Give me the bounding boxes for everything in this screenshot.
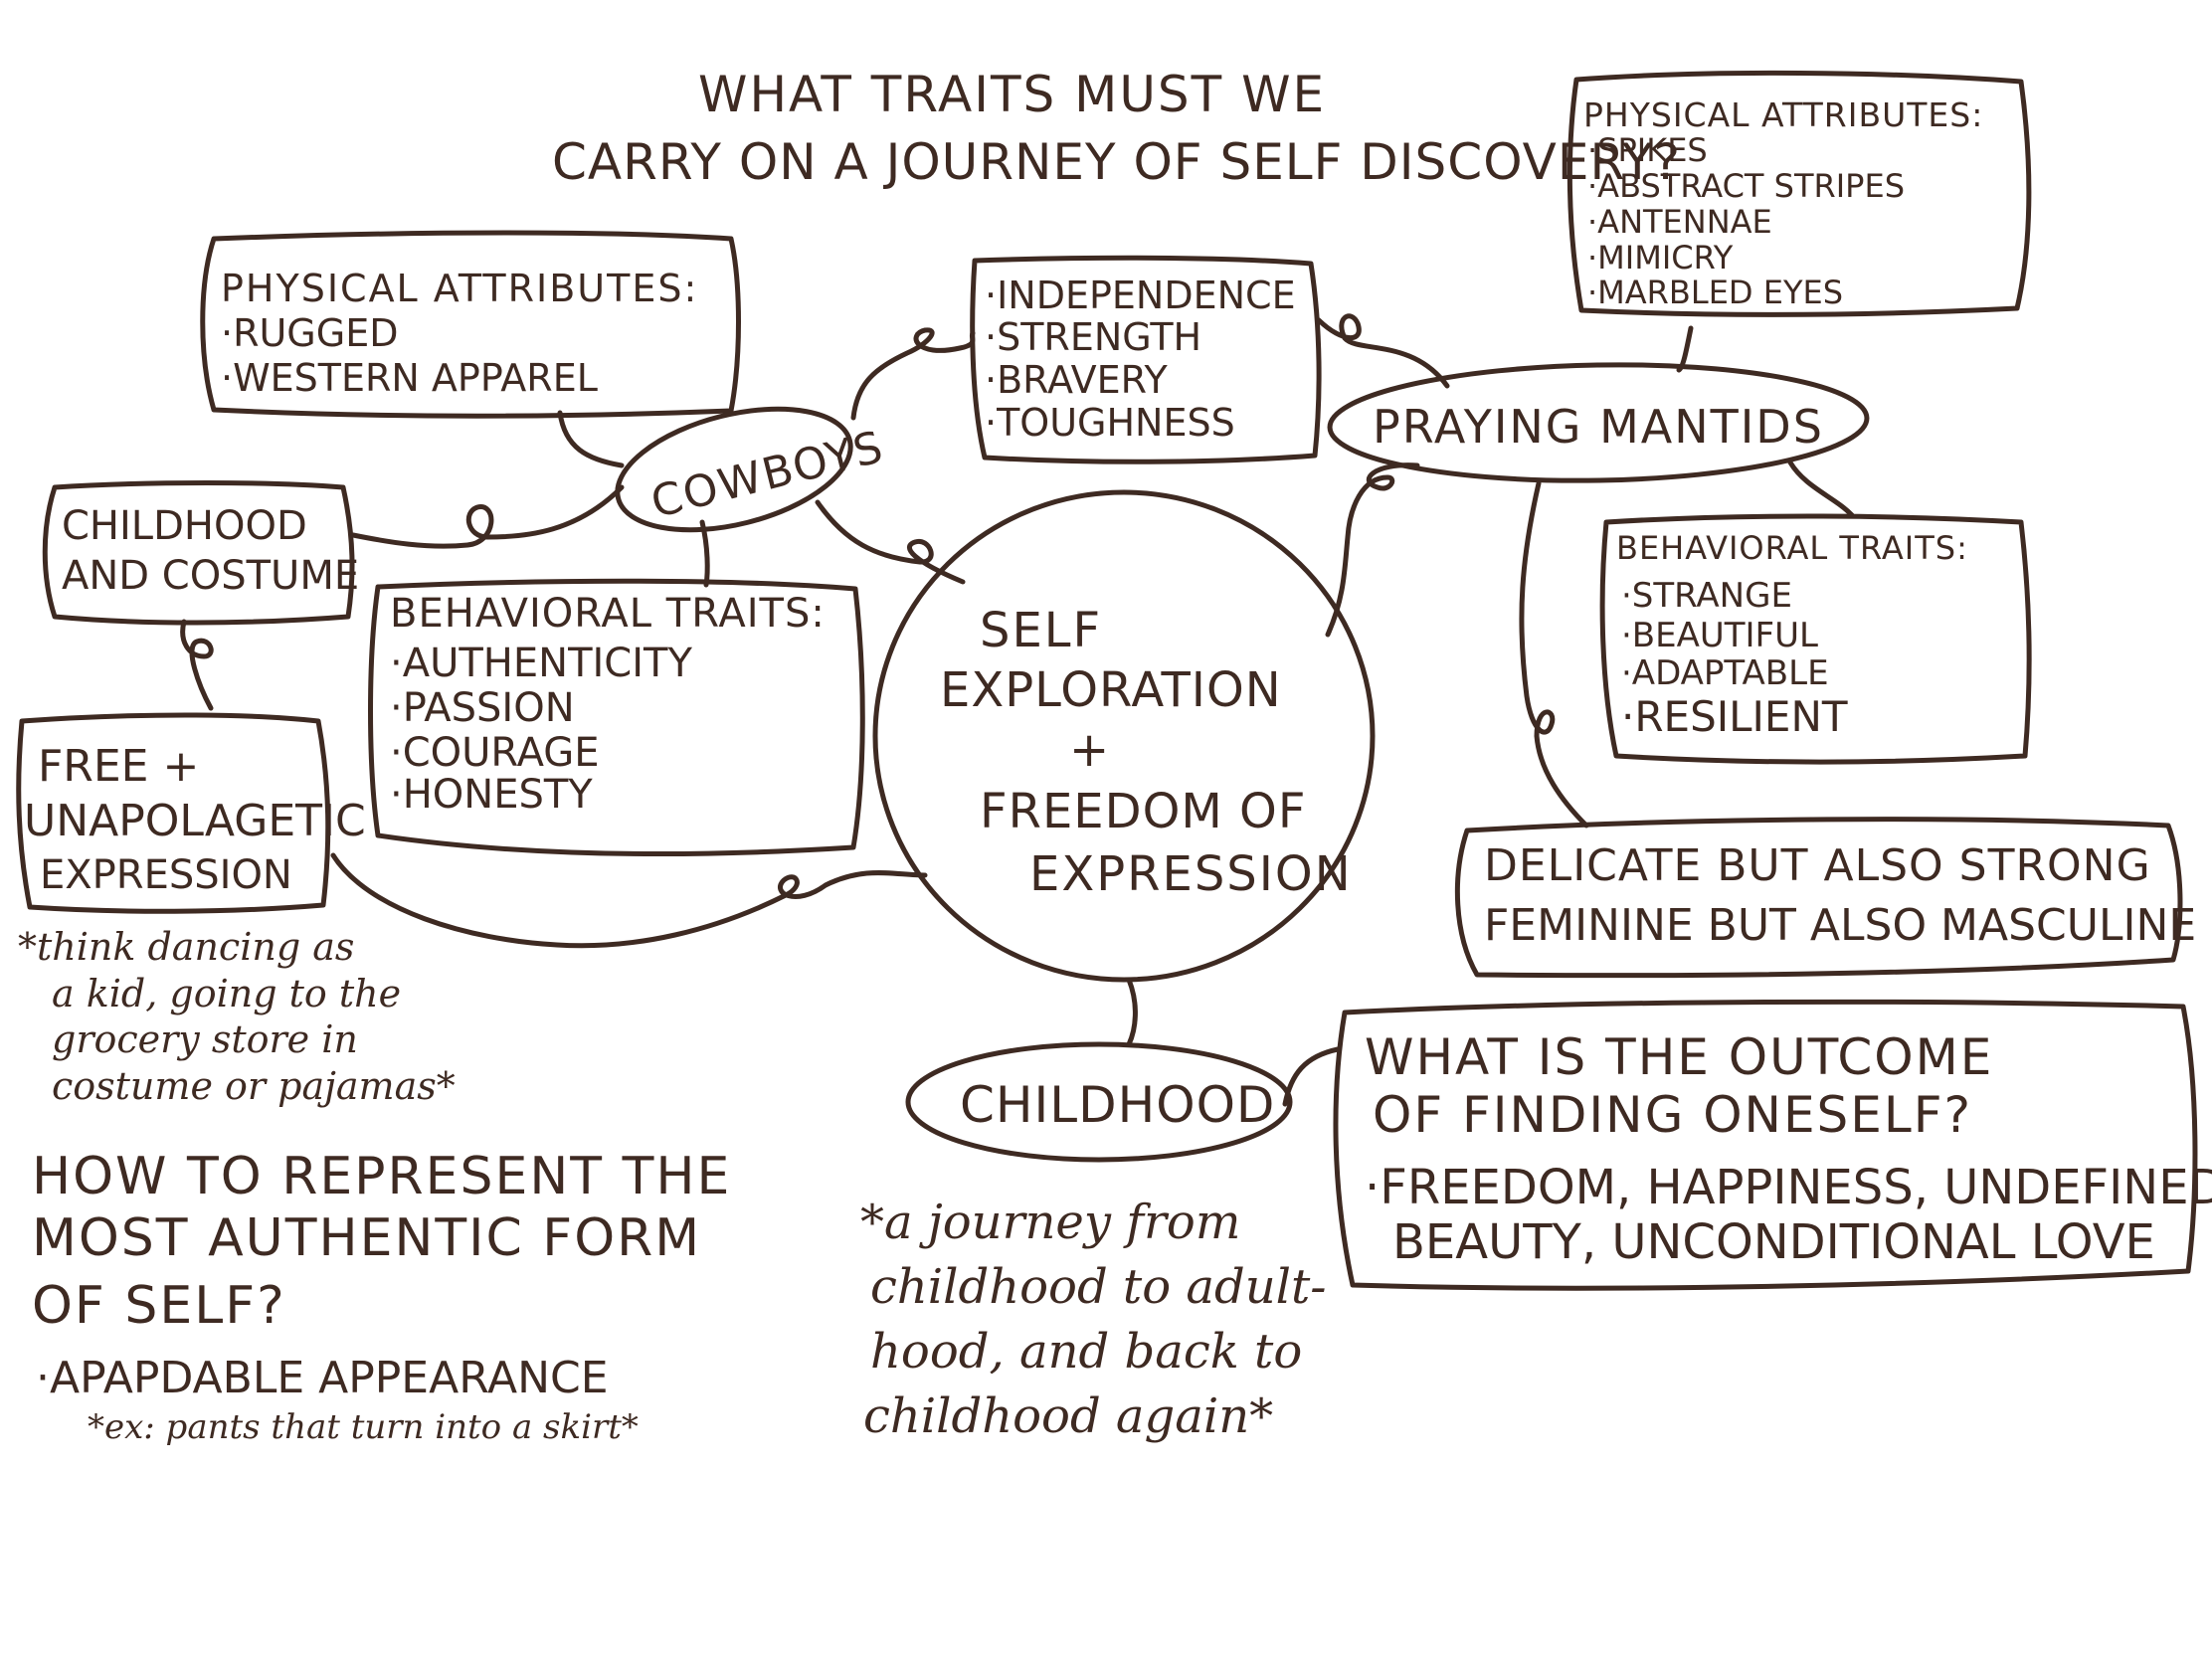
cowboys-behavioral-line-3: ·PASSION (390, 685, 575, 731)
connector-mantids-physical (1676, 325, 1694, 373)
cowboys-oval-label: COWBOYS (646, 422, 890, 528)
box-free-expression (16, 712, 331, 914)
mantids-behavioral-line-1: BEHAVIORAL TRAITS: (1616, 529, 1968, 567)
mantids-behavioral-line-3: ·BEAUTIFUL (1621, 616, 1818, 655)
connector-cowboys-physical (557, 410, 625, 468)
title-line-2: CARRY ON A JOURNEY OF SELF DISCOVERY? (552, 133, 1681, 191)
free-note-line-2: a kid, going to the (52, 972, 401, 1015)
represent-question-line-3: OF SELF? (32, 1276, 286, 1336)
mantids-physical-line-5: ·MIMICRY (1587, 239, 1734, 276)
childhood-oval-label: CHILDHOOD (960, 1076, 1275, 1134)
connector-childhood-outcome (1282, 1046, 1341, 1107)
connector-costume-free (180, 619, 214, 711)
circle-center (872, 489, 1376, 983)
title-line-1: WHAT TRAITS MUST WE (698, 66, 1326, 123)
connector-free-center (330, 852, 928, 949)
connector-cowboys-childhood-costume (350, 484, 625, 549)
represent-question-line-2: MOST AUTHENTIC FORM (32, 1208, 701, 1268)
connector-shared-mantids (1316, 313, 1450, 389)
shapes (16, 70, 2198, 1291)
text-layer: WHAT TRAITS MUST WE CARRY ON A JOURNEY O… (18, 66, 2212, 1447)
connectors (180, 313, 1855, 1107)
cowboys-behavioral-line-1: BEHAVIORAL TRAITS: (390, 591, 826, 637)
oval-childhood (905, 1041, 1293, 1163)
shared-traits-line-4: ·TOUGHNESS (985, 401, 1235, 445)
cowboys-physical-line-3: ·WESTERN APPAREL (221, 356, 598, 400)
connector-mantids-behavioral (1787, 460, 1855, 518)
mantids-behavioral-line-4: ·ADAPTABLE (1621, 653, 1829, 693)
mantids-behavioral-line-2: ·STRANGE (1621, 576, 1792, 616)
cowboys-behavioral-line-4: ·COURAGE (390, 730, 600, 776)
childhood-note-line-1: *a journey from (860, 1195, 1240, 1250)
shared-traits-line-2: ·STRENGTH (985, 315, 1201, 359)
shared-traits-line-3: ·BRAVERY (985, 358, 1169, 402)
box-outcome (1333, 999, 2198, 1291)
shared-traits-line-1: ·INDEPENDENCE (985, 274, 1296, 317)
box-cowboys-physical (200, 230, 741, 419)
center-line-5: EXPRESSION (1029, 846, 1353, 902)
mantids-physical-line-3: ·ABSTRACT STRIPES (1587, 167, 1905, 205)
cowboys-behavioral-line-2: ·AUTHENTICITY (390, 641, 692, 686)
outcome-question-line-2: OF FINDING ONESELF? (1373, 1086, 1972, 1144)
represent-bullet: ·APAPDABLE APPEARANCE (36, 1353, 609, 1403)
center-line-3: + (1069, 722, 1109, 778)
connector-mantids-duality (1519, 480, 1589, 829)
cowboys-physical-line-2: ·RUGGED (221, 311, 398, 355)
connector-center-childhood (1126, 977, 1138, 1047)
connector-cowboys-center (815, 499, 966, 585)
connector-center-mantids (1325, 462, 1420, 638)
outcome-answer-line-2: BEAUTY, UNCONDITIONAL LOVE (1392, 1214, 2155, 1270)
box-mantids-behavioral (1599, 513, 2032, 765)
free-expression-line-3: EXPRESSION (40, 852, 292, 898)
box-childhood-costume (42, 480, 355, 626)
outcome-question-line-1: WHAT IS THE OUTCOME (1365, 1028, 1993, 1086)
box-mantids-physical (1567, 70, 2032, 317)
represent-question-line-1: HOW TO REPRESENT THE (32, 1147, 731, 1206)
mantids-duality-line-2: FEMININE BUT ALSO MASCULINE (1484, 900, 2196, 951)
mantids-behavioral-line-5: ·RESILIENT (1621, 692, 1848, 741)
outcome-answer-line-1: ·FREEDOM, HAPPINESS, UNDEFINED (1365, 1160, 2212, 1215)
connector-cowboys-shared (850, 327, 976, 421)
box-shared-traits (970, 255, 1322, 464)
mantids-physical-line-4: ·ANTENNAE (1587, 203, 1772, 241)
childhood-costume-line-2: AND COSTUME (62, 553, 359, 599)
mantids-physical-line-6: ·MARBLED EYES (1587, 274, 1843, 311)
box-cowboys-behavioral (368, 578, 865, 856)
childhood-note-line-2: childhood to adult- (870, 1259, 1326, 1315)
mantids-physical-line-2: ·SPIKES (1587, 131, 1708, 169)
free-expression-line-2: UNAPOLAGETIC (24, 796, 366, 846)
free-expression-line-1: FREE + (38, 741, 199, 792)
free-note-line-3: grocery store in (52, 1017, 358, 1061)
mantids-oval-label: PRAYING MANTIDS (1373, 400, 1824, 454)
box-mantids-duality (1454, 817, 2183, 979)
childhood-note-line-3: hood, and back to (870, 1324, 1302, 1380)
cowboys-physical-line-1: PHYSICAL ATTRIBUTES: (221, 267, 698, 310)
center-line-1: SELF (980, 603, 1102, 658)
oval-cowboys (615, 406, 853, 533)
mantids-duality-line-1: DELICATE BUT ALSO STRONG (1484, 840, 2151, 891)
free-note-line-1: *think dancing as (18, 925, 354, 969)
center-line-4: FREEDOM OF (980, 784, 1306, 839)
childhood-note-line-4: childhood again* (863, 1388, 1273, 1444)
free-note-line-4: costume or pajamas* (52, 1064, 456, 1108)
cowboys-behavioral-line-5: ·HONESTY (390, 772, 593, 818)
mantids-physical-line-1: PHYSICAL ATTRIBUTES: (1583, 95, 1983, 134)
represent-example: *ex: pants that turn into a skirt* (88, 1407, 639, 1447)
childhood-costume-line-1: CHILDHOOD (62, 503, 307, 549)
oval-praying-mantids (1327, 362, 1870, 483)
center-line-2: EXPLORATION (940, 662, 1282, 718)
